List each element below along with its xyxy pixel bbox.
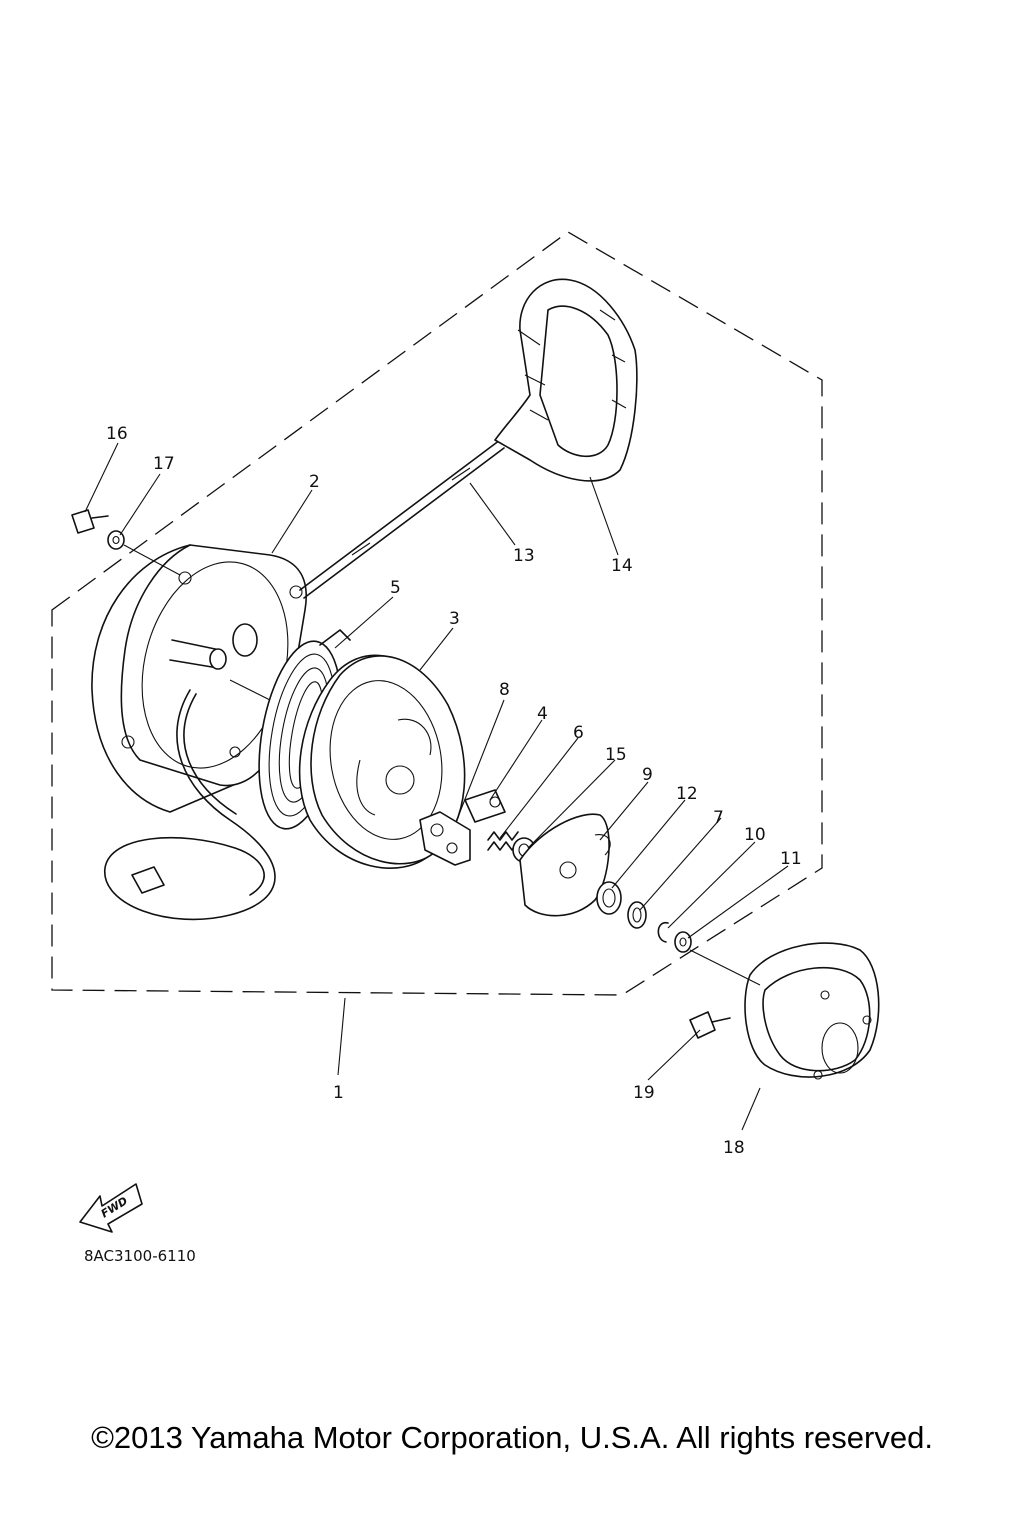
callout-5: 5: [390, 578, 401, 598]
callout-9: 9: [642, 765, 653, 785]
part-3-sheave-drum: [298, 654, 466, 869]
part-7-spring-washer: [627, 901, 647, 929]
assembly-axis: [123, 544, 761, 986]
part-16-bolt: [71, 509, 109, 534]
part-2-starter-case: [91, 544, 307, 813]
callout-17: 17: [153, 454, 175, 474]
part-9-friction-plate: [519, 813, 611, 917]
assembly-boundary: [51, 231, 823, 996]
part-12-washer: [596, 881, 622, 915]
callout-19: 19: [633, 1083, 655, 1103]
callout-6: 6: [573, 723, 584, 743]
part-14-starter-handle: [494, 278, 638, 482]
callout-18: 18: [723, 1138, 745, 1158]
callout-16: 16: [106, 424, 128, 444]
callout-2: 2: [309, 472, 320, 492]
part-8-drive-pawl: [419, 811, 471, 866]
part-18-starter-pulley: [744, 942, 880, 1080]
callout-14: 14: [611, 556, 633, 576]
callout-4: 4: [537, 704, 548, 724]
callout-13: 13: [513, 546, 535, 566]
callout-8: 8: [499, 680, 510, 700]
callout-10: 10: [744, 825, 766, 845]
callout-15: 15: [605, 745, 627, 765]
part-19-bolt: [689, 1011, 731, 1039]
leader-lines: [84, 442, 789, 1131]
callout-3: 3: [449, 609, 460, 629]
diagram-code: 8AC3100-6110: [84, 1247, 196, 1265]
callout-12: 12: [676, 784, 698, 804]
fwd-arrow-icon: FWD: [79, 1183, 143, 1233]
copyright-notice: ©2013 Yamaha Motor Corporation, U.S.A. A…: [91, 1420, 933, 1455]
part-4-pawl-spring: [464, 789, 506, 823]
callout-11: 11: [780, 849, 802, 869]
part-11-bushing: [674, 931, 692, 953]
part-13-starter-rope: [104, 439, 505, 921]
part-10-circlip: [657, 922, 669, 943]
part-17-washer: [107, 530, 125, 550]
callout-1: 1: [333, 1083, 344, 1103]
callout-7: 7: [713, 808, 724, 828]
